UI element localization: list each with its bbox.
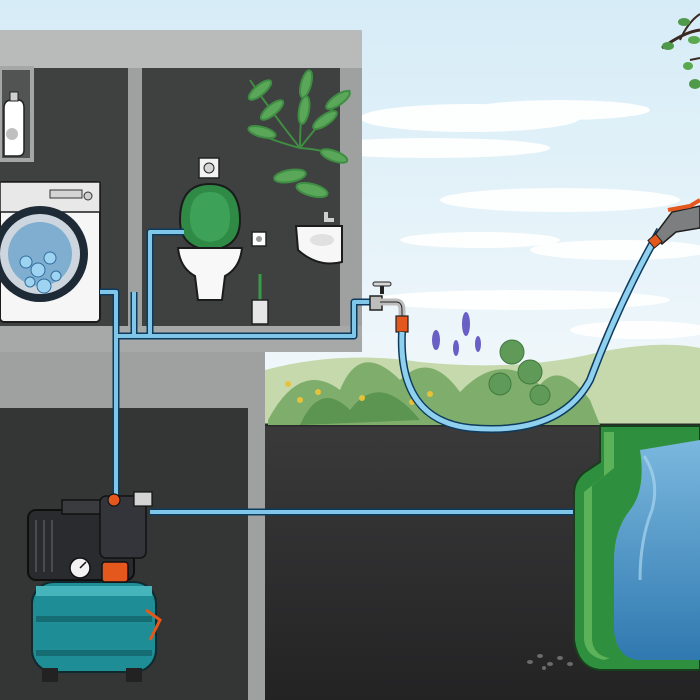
toilet-icon [176,157,244,301]
garden-flowers [268,312,600,425]
pebbles [527,654,573,670]
laundry-shelf [0,66,34,162]
garden-tap-icon [369,281,409,333]
wash-basin-icon [294,212,343,265]
hose-nozzle-icon [647,198,700,249]
garden-hose [397,228,664,433]
house-pump-icon [27,491,162,682]
washing-machine-icon [0,181,101,323]
suds [19,251,62,294]
rainwater-tank-icon [573,425,700,671]
water-pipes [100,228,580,516]
tank-water [614,440,700,660]
detergent-bottle-icon [3,91,25,157]
toilet-brush-icon [251,274,269,325]
tree-branch-icon [661,13,700,89]
toilet-roll-icon [251,231,267,247]
fern-plant-icon [247,69,351,199]
clouds [310,100,700,339]
